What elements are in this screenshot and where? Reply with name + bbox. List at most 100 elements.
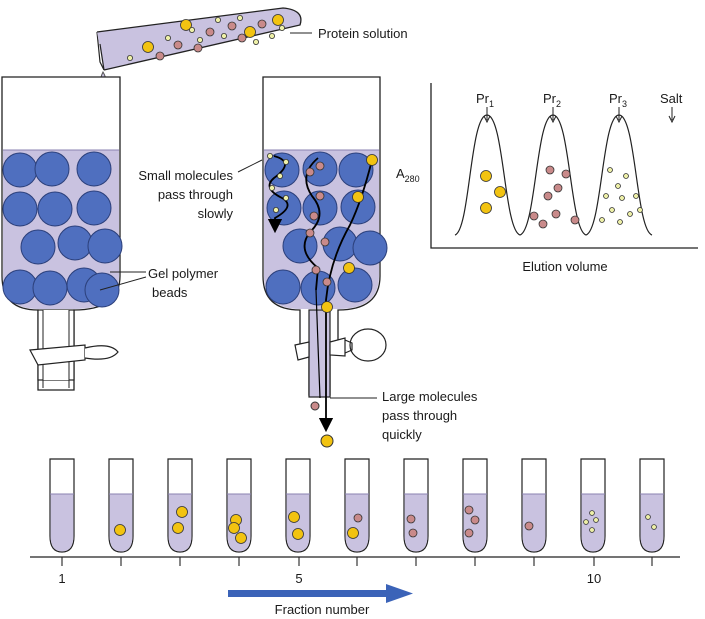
small-protein-dot	[593, 517, 599, 523]
medium-protein-dot	[561, 169, 571, 179]
medium-protein-dot	[315, 191, 325, 201]
gel-bead	[57, 225, 93, 261]
small-protein-dot	[214, 16, 221, 23]
small-protein-dot	[236, 14, 243, 21]
elution-chart: A280 Elution volume Pr1 Pr2 Pr3 Salt	[396, 83, 698, 274]
small-protein-dot	[220, 33, 227, 40]
medium-protein-dot	[470, 515, 480, 525]
medium-protein-dot	[538, 219, 548, 229]
small-mol-leader	[237, 159, 263, 173]
gel-polymer-label-1: Gel polymer	[148, 266, 219, 281]
gel-bead	[84, 272, 120, 308]
small-protein-dot	[589, 510, 595, 516]
small-protein-dot	[266, 152, 273, 159]
small-molecules-label-1: Small molecules	[138, 168, 233, 183]
gel-bead	[2, 191, 38, 227]
falling-large-drop	[320, 434, 334, 448]
stopcock-handle	[29, 344, 86, 366]
stopcock-left	[294, 341, 310, 361]
large-molecules-label-3: quickly	[382, 427, 422, 442]
large-molecules-label-1: Large molecules	[382, 389, 478, 404]
gel-bead	[37, 191, 73, 227]
small-protein-dot	[282, 194, 289, 201]
medium-protein-dot	[545, 165, 555, 175]
y-axis-label: A280	[396, 166, 420, 184]
fraction-tube	[49, 458, 75, 553]
large-protein-dot	[172, 522, 184, 534]
medium-molecule-path-lower	[315, 289, 321, 399]
large-protein-dot	[176, 506, 188, 518]
large-protein-dot	[366, 154, 378, 166]
tube-liquid	[522, 494, 546, 552]
small-protein-dot	[623, 173, 629, 179]
fraction-axis: 1 5 10	[30, 556, 680, 586]
small-protein-dot	[127, 55, 134, 62]
small-protein-dot	[164, 35, 171, 42]
fraction-tube	[580, 458, 606, 553]
small-protein-dot	[196, 37, 203, 44]
peak-arrows	[483, 107, 676, 124]
medium-protein-dot	[257, 19, 267, 29]
small-protein-dot	[615, 183, 621, 189]
small-protein-dot	[282, 158, 289, 165]
large-protein-dot	[288, 511, 300, 523]
fraction-tube	[167, 458, 193, 553]
gel-polymer-label-2: beads	[152, 285, 188, 300]
gel-bead	[338, 152, 374, 188]
small-protein-dot	[276, 172, 283, 179]
large-protein-dot	[321, 301, 333, 313]
large-protein-dot	[480, 202, 492, 214]
medium-protein-dot	[155, 51, 165, 61]
left-column	[1, 76, 123, 391]
small-protein-dot	[607, 167, 613, 173]
medium-protein-dot	[406, 514, 416, 524]
medium-protein-dot	[227, 21, 237, 31]
large-protein-dot	[228, 522, 240, 534]
large-protein-dot	[352, 191, 364, 203]
gel-bead	[76, 151, 112, 187]
gel-beads	[2, 151, 123, 308]
large-protein-dot	[347, 527, 359, 539]
protein-solution-label: Protein solution	[318, 26, 408, 41]
fraction-tube	[462, 458, 488, 553]
medium-protein-dot	[311, 265, 321, 275]
medium-protein-dot	[529, 211, 539, 221]
medium-protein-dot	[193, 43, 203, 53]
small-protein-dot	[609, 207, 615, 213]
medium-protein-dot	[305, 167, 315, 177]
gel-bead	[87, 228, 123, 264]
small-protein-dot	[589, 527, 595, 533]
small-protein-dot	[633, 193, 639, 199]
small-protein-dot	[599, 217, 605, 223]
small-molecules-label-3: slowly	[198, 206, 234, 221]
small-protein-dot	[252, 39, 259, 46]
pouring-tube	[96, 7, 302, 89]
peak-label-pr1: Pr1	[476, 91, 494, 109]
gel-bead	[265, 269, 301, 305]
peak-3-curve	[585, 114, 653, 236]
small-protein-dot	[637, 207, 643, 213]
medium-protein-dot	[543, 191, 553, 201]
stopcock-key	[349, 328, 387, 362]
small-protein-dot	[272, 206, 279, 213]
small-protein-dot	[268, 184, 275, 191]
small-protein-dot	[627, 211, 633, 217]
large-protein-dot	[480, 170, 492, 182]
fraction-number-label: Fraction number	[275, 602, 370, 617]
medium-protein-dot	[305, 228, 315, 238]
medium-protein-dot	[205, 27, 215, 37]
medium-protein-dot	[570, 215, 580, 225]
small-protein-dot	[617, 219, 623, 225]
falling-medium-drop	[310, 401, 320, 411]
medium-protein-dot	[322, 277, 332, 287]
fraction-tube	[521, 458, 547, 553]
fraction-tube	[639, 458, 665, 553]
medium-protein-dot	[551, 209, 561, 219]
fraction-tube	[285, 458, 311, 553]
medium-protein-dot	[237, 33, 247, 43]
large-protein-dot	[180, 19, 192, 31]
tick-label-5: 5	[295, 571, 302, 586]
large-protein-dot	[272, 14, 284, 26]
tick-label-1: 1	[58, 571, 65, 586]
